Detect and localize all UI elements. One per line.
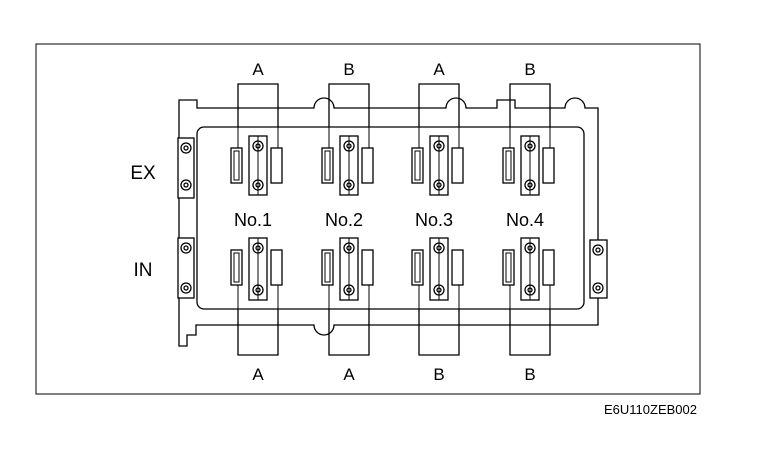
bearing-cap-ex-1	[230, 135, 283, 196]
bottom-label-3: B	[433, 365, 444, 384]
cylinder-label-1: No.1	[234, 210, 272, 230]
bottom-label-4: B	[524, 365, 535, 384]
left-bolt-block-lower	[177, 237, 195, 299]
bearing-cap-ex-2	[321, 135, 374, 196]
row-label-intake: IN	[134, 260, 153, 281]
cylinder-column-2: B A No.2	[321, 60, 374, 384]
bearing-cap-in-2	[321, 237, 374, 301]
cylinder-label-4: No.4	[506, 210, 544, 230]
bearing-cap-in-3	[411, 237, 464, 301]
cylinder-label-2: No.2	[325, 210, 363, 230]
cylinder-column-3: A B No.3	[411, 60, 464, 384]
figure-frame	[35, 43, 701, 395]
top-label-3: A	[433, 60, 445, 79]
row-label-exhaust: EX	[130, 163, 156, 184]
bearing-cap-ex-3	[411, 135, 464, 196]
bearing-cap-ex-4	[502, 135, 555, 196]
head-deck	[196, 126, 585, 310]
top-label-2: B	[343, 60, 354, 79]
bottom-label-2: A	[343, 365, 355, 384]
cylinder-column-4: B B No.4	[502, 60, 555, 384]
cylinder-column-1: A A No.1	[230, 60, 283, 384]
cylinder-head-outline	[178, 97, 599, 347]
cylinder-label-3: No.3	[415, 210, 453, 230]
left-bolt-block-upper	[177, 137, 195, 199]
bearing-cap-in-1	[230, 237, 283, 301]
right-bolt-block	[589, 239, 608, 299]
bearing-cap-in-4	[502, 237, 555, 301]
top-label-1: A	[252, 60, 264, 79]
figure-code: E6U110ZEB002	[604, 402, 697, 417]
top-label-4: B	[524, 60, 535, 79]
bottom-label-1: A	[252, 365, 264, 384]
